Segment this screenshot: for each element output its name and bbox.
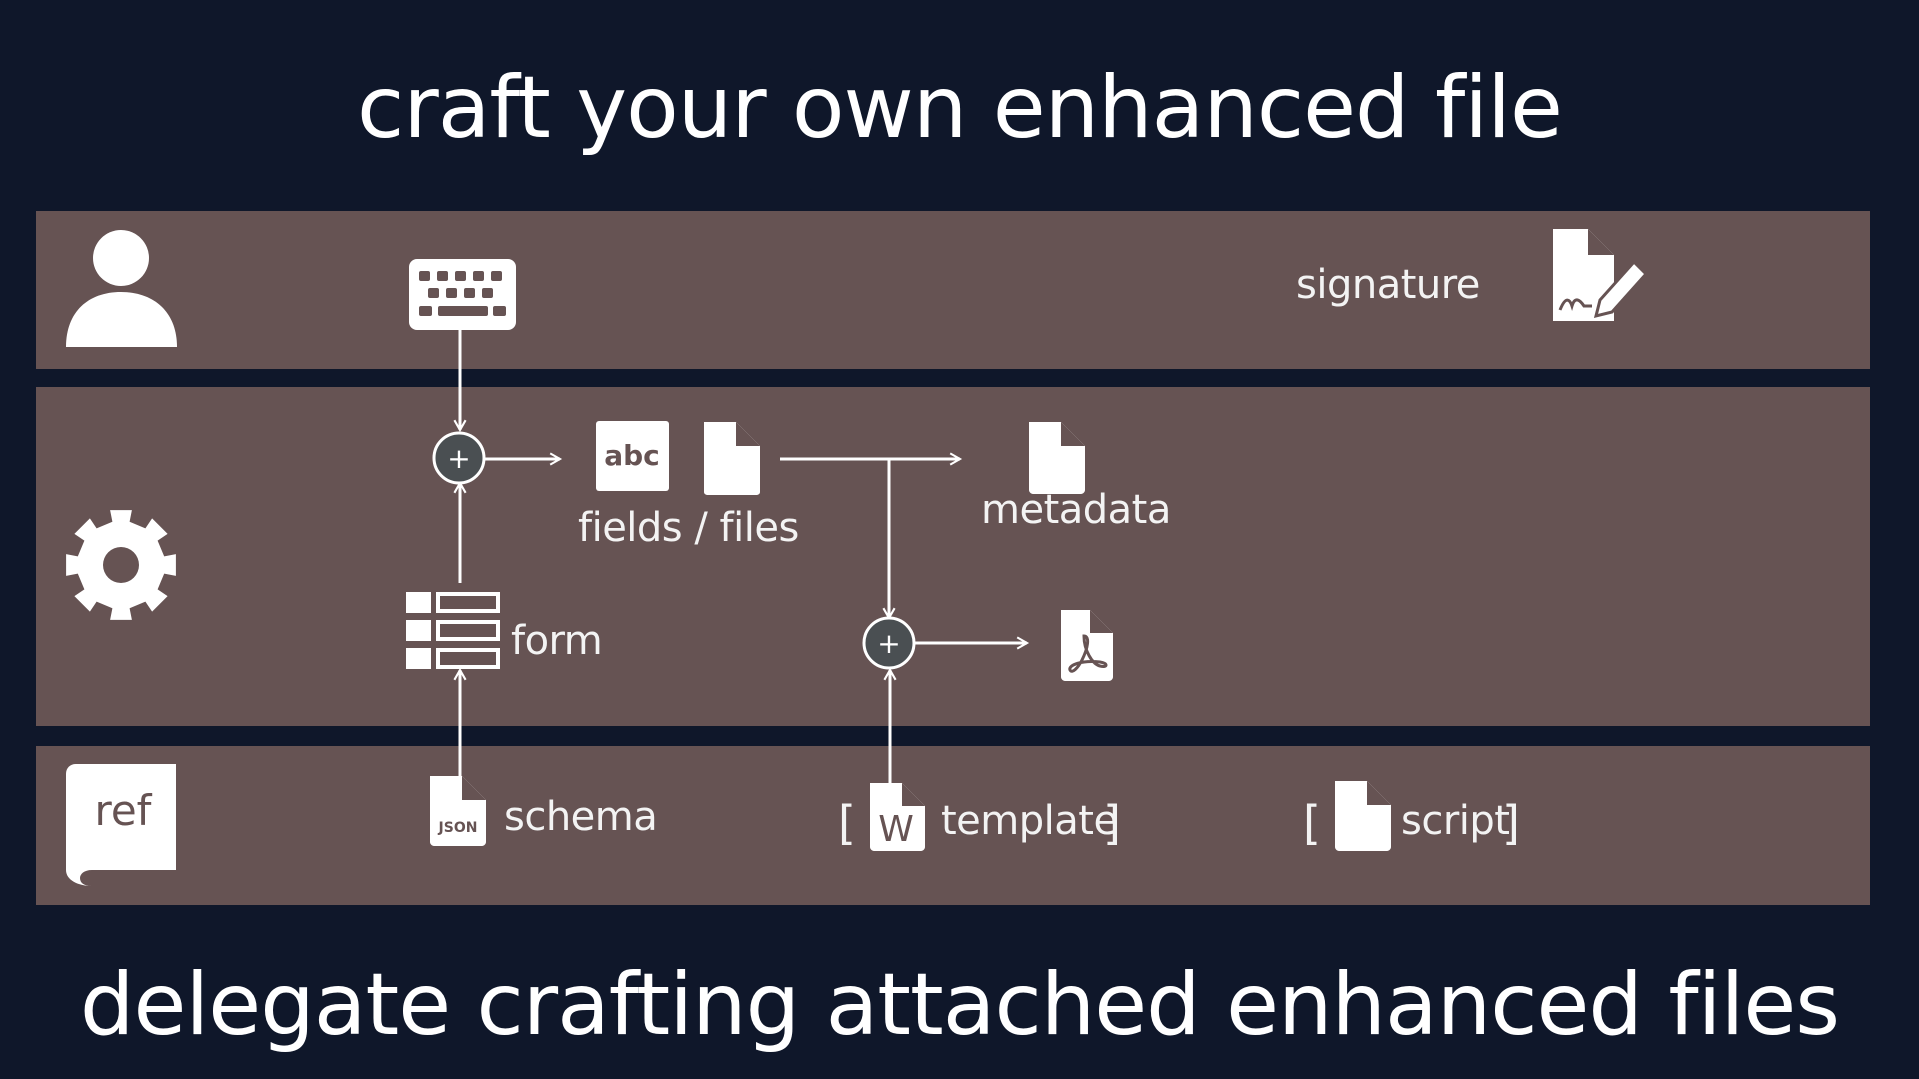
metadata-file-icon [1029,422,1085,494]
json-file-icon: JSON [430,776,486,846]
lane-reference [36,746,1870,905]
script-file-icon [1335,781,1391,851]
pdf-file-icon [1061,610,1113,681]
page-subtitle: delegate crafting attached enhanced file… [79,955,1840,1055]
lane-system [36,387,1870,726]
user-icon [66,230,177,347]
form-label: form [511,618,603,664]
template-close-bracket: ] [1103,796,1121,850]
template-open-bracket: [ [838,796,856,850]
metadata-label: metadata [981,487,1171,533]
svg-text:abc: abc [604,439,660,472]
svg-text:+: + [447,442,470,475]
merge-node-1: + [432,431,486,485]
word-file-icon: W [870,783,925,851]
keyboard-icon [409,259,516,330]
script-label: script [1401,798,1510,844]
svg-text:+: + [877,627,900,660]
script-open-bracket: [ [1303,796,1321,850]
ref-book-label: ref [95,786,153,835]
page-title: craft your own enhanced file [357,58,1563,158]
form-list-icon [406,592,500,669]
abc-field-icon: abc [596,421,669,491]
svg-text:JSON: JSON [438,820,478,836]
script-close-bracket: ] [1502,796,1520,850]
merge-node-2: + [862,616,916,670]
schema-label: schema [504,794,658,840]
file-signature-icon [1553,229,1649,321]
template-label: template [941,798,1118,844]
svg-text:W: W [878,809,914,850]
signature-label: signature [1296,262,1480,308]
fields-files-label: fields / files [578,505,799,551]
ref-book-icon: ref [66,764,176,886]
connectors [453,330,1030,785]
gear-icon [66,510,176,620]
file-icon [704,422,760,495]
